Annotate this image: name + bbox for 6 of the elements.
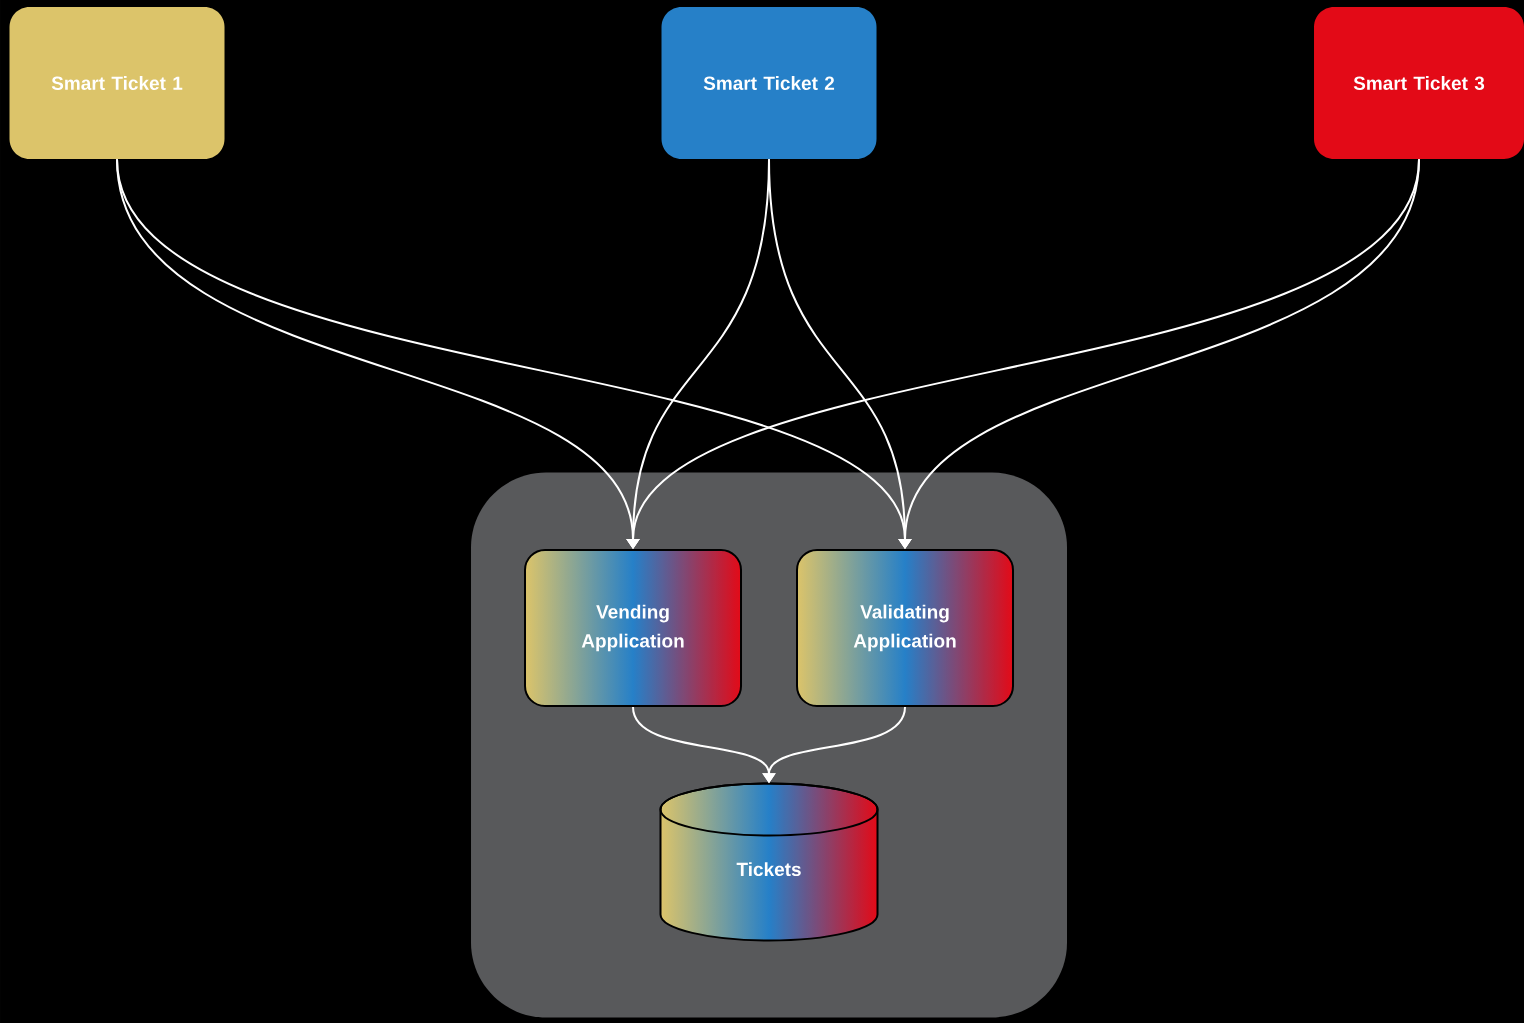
ticket-box: Smart Ticket 1 — [9, 7, 225, 159]
ticket-box: Smart Ticket 3 — [1314, 7, 1524, 159]
ticket-box: Smart Ticket 2 — [661, 7, 877, 159]
application-box: Validating Application — [796, 549, 1014, 707]
database-cylinder: Tickets — [659, 782, 879, 942]
application-box: Vending Application — [524, 549, 742, 707]
